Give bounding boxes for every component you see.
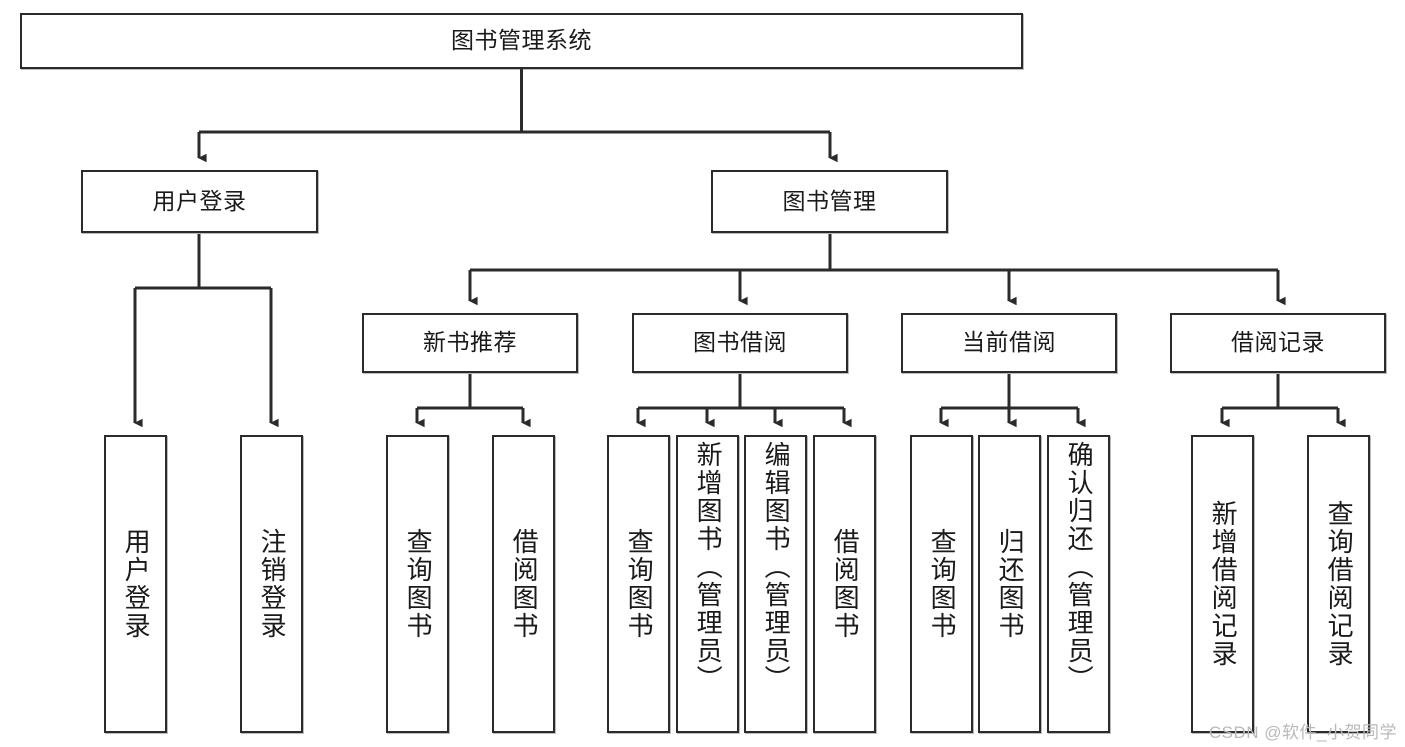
node-label: 用户登录 [152, 187, 247, 214]
node-borrow-records[interactable]: 借阅记录 [1170, 313, 1386, 373]
node-user-login[interactable]: 用户登录 [81, 170, 318, 233]
node-label: 新增借阅记录 [1208, 500, 1239, 668]
node-label: 新书推荐 [423, 329, 517, 356]
node-book-borrow[interactable]: 图书借阅 [632, 313, 848, 373]
node-new-book-recommend[interactable]: 新书推荐 [362, 313, 578, 373]
watermark-text: CSDN @软件_小贺同学 [1208, 723, 1397, 742]
node-current-borrow[interactable]: 当前借阅 [901, 313, 1117, 373]
node-label: 查询图书 [927, 528, 958, 640]
node-label: 查询借阅记录 [1324, 500, 1355, 668]
node-label: 图书管理 [782, 187, 877, 214]
leaf-new-book-query-book[interactable]: 查询图书 [386, 435, 449, 733]
node-label: 归还图书 [995, 528, 1026, 640]
node-label: 查询图书 [624, 528, 655, 640]
node-label: 图书管理系统 [451, 27, 592, 54]
node-label: 借阅图书 [509, 528, 540, 640]
leaf-book-borrow-edit-book-admin[interactable]: 编辑图书（管理员） [744, 435, 807, 733]
node-book-management-system[interactable]: 图书管理系统 [20, 13, 1023, 69]
leaf-book-borrow-add-book-admin[interactable]: 新增图书（管理员） [676, 435, 739, 733]
node-label: 图书借阅 [693, 329, 787, 356]
leaf-current-borrow-return-book[interactable]: 归还图书 [978, 435, 1041, 733]
leaf-user-login-logout[interactable]: 注销登录 [240, 435, 303, 733]
leaf-book-borrow-borrow-book[interactable]: 借阅图书 [813, 435, 876, 733]
node-label: 编辑图书（管理员） [761, 441, 792, 693]
node-label: 借阅图书 [830, 528, 861, 640]
leaf-user-login-login[interactable]: 用户登录 [104, 435, 167, 733]
node-label: 查询图书 [403, 528, 434, 640]
leaf-current-borrow-confirm-return-admin[interactable]: 确认归还（管理员） [1047, 435, 1110, 733]
leaf-records-query-record[interactable]: 查询借阅记录 [1307, 435, 1370, 733]
leaf-current-borrow-query-book[interactable]: 查询图书 [910, 435, 973, 733]
node-label: 确认归还（管理员） [1064, 441, 1095, 693]
node-label: 当前借阅 [962, 329, 1056, 356]
leaf-new-book-borrow-book[interactable]: 借阅图书 [492, 435, 555, 733]
node-label: 借阅记录 [1231, 329, 1325, 356]
node-label: 新增图书（管理员） [693, 441, 724, 693]
node-label: 注销登录 [257, 528, 288, 640]
leaf-book-borrow-query-book[interactable]: 查询图书 [607, 435, 670, 733]
leaf-records-add-record[interactable]: 新增借阅记录 [1191, 435, 1254, 733]
node-book-management[interactable]: 图书管理 [711, 170, 948, 233]
node-label: 用户登录 [121, 528, 152, 640]
